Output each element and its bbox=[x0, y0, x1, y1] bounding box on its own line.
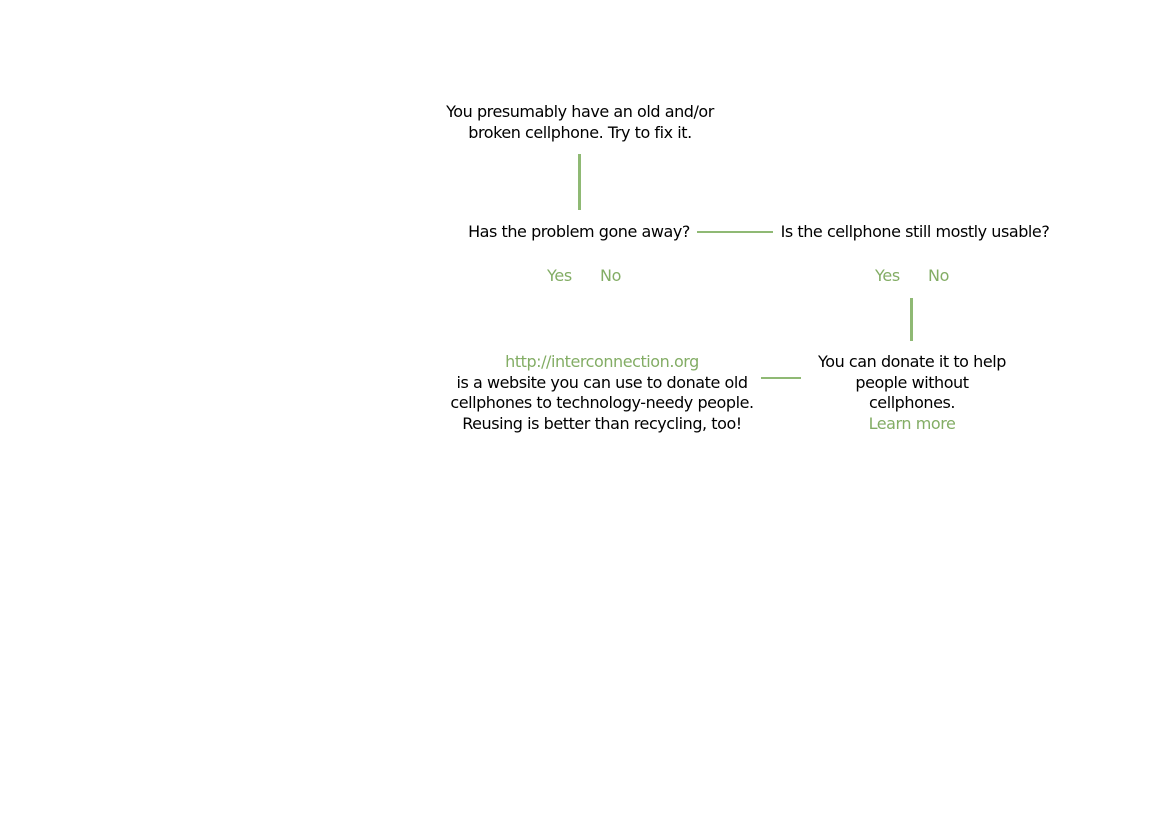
connector-donate-to-interconnection bbox=[761, 377, 801, 379]
question1-no-link[interactable]: No bbox=[600, 266, 622, 285]
donate-text-line-2: people without bbox=[855, 372, 969, 392]
learn-more-link[interactable]: Learn more bbox=[868, 413, 956, 433]
donate-text: You can donate it to help people without… bbox=[797, 352, 1027, 434]
interconnection-link[interactable]: http://interconnection.org bbox=[505, 352, 699, 371]
start-text-line-1: You presumably have an old and/or bbox=[446, 102, 714, 121]
start-text-line-2: broken cellphone. Try to fix it. bbox=[468, 122, 692, 142]
connector-start-to-question1 bbox=[578, 154, 581, 210]
question2-yes-link[interactable]: Yes bbox=[875, 266, 900, 285]
connector-no-to-donate bbox=[910, 298, 913, 341]
question1-yes-link[interactable]: Yes bbox=[547, 266, 572, 285]
question2-no-link[interactable]: No bbox=[928, 266, 950, 285]
interconnection-text-line-2: cellphones to technology-needy people. bbox=[450, 393, 754, 412]
connector-question1-to-question2 bbox=[697, 231, 773, 233]
question2-text: Is the cellphone still mostly usable? bbox=[780, 222, 1050, 241]
question1-text: Has the problem gone away? bbox=[468, 222, 690, 241]
interconnection-text-line-1: is a website you can use to donate old bbox=[456, 372, 748, 392]
interconnection-text-line-3: Reusing is better than recycling, too! bbox=[462, 413, 742, 433]
start-text: You presumably have an old and/or broken… bbox=[430, 102, 730, 143]
donate-text-line-3: cellphones. bbox=[868, 393, 956, 412]
donate-text-line-1: You can donate it to help bbox=[818, 352, 1006, 371]
interconnection-text: http://interconnection.org is a website … bbox=[427, 352, 777, 434]
